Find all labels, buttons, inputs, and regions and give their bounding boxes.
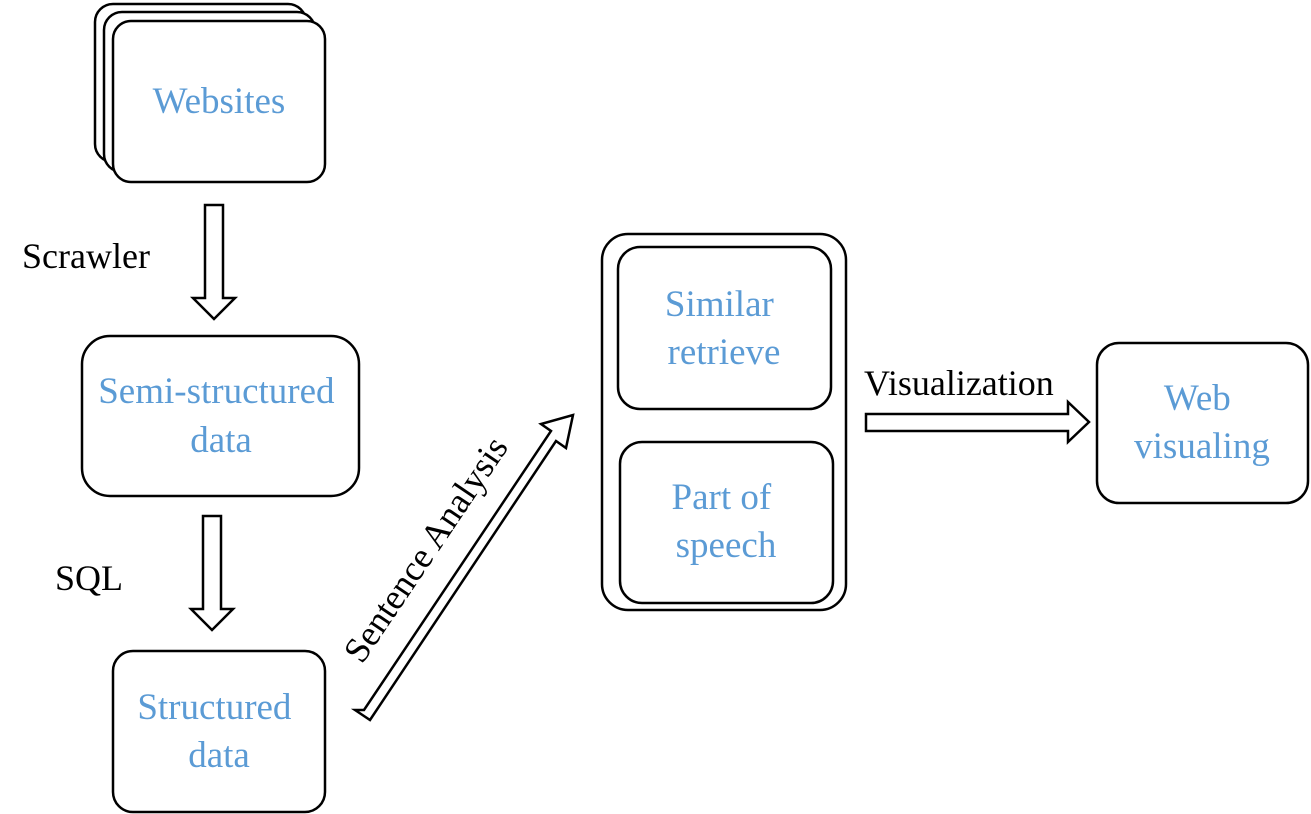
- sql-label: SQL: [55, 558, 123, 598]
- scrawler-arrow: [189, 203, 239, 321]
- sql-edge: SQL: [55, 514, 237, 632]
- visualization-label: Visualization: [864, 363, 1054, 403]
- sentence-analysis-edge: Sentence Analysis: [335, 413, 575, 722]
- web-visualing-label: Web visualing: [1134, 378, 1270, 467]
- visualization-arrow: [864, 399, 1091, 445]
- web-visualing-box: [1095, 341, 1310, 505]
- websites-node: Websites: [93, 2, 327, 184]
- part-of-speech-box: [618, 440, 835, 605]
- visualization-edge: Visualization: [864, 363, 1091, 445]
- structured-label: Structured data: [137, 687, 300, 776]
- scrawler-label: Scrawler: [22, 236, 150, 276]
- semi-structured-node: Semi-structured data: [80, 334, 361, 498]
- sql-arrow: [187, 514, 237, 632]
- websites-front-page: [111, 19, 327, 184]
- semi-structured-box: [80, 334, 361, 498]
- semi-structured-label: Semi-structured data: [98, 371, 344, 461]
- web-visualing-node: Web visualing: [1095, 341, 1310, 505]
- structured-node: Structured data: [111, 649, 327, 814]
- sentence-analysis-arrow: [350, 413, 575, 722]
- websites-label: Websites: [153, 81, 286, 122]
- similar-retrieve-label: Similar retrieve: [665, 284, 783, 373]
- scrawler-edge: Scrawler: [22, 203, 239, 321]
- part-of-speech-label: Part of speech: [672, 477, 781, 566]
- similar-retrieve-box: [616, 245, 833, 411]
- structured-box: [111, 649, 327, 814]
- analysis-group: Similar retrieve Part of speech: [600, 232, 848, 612]
